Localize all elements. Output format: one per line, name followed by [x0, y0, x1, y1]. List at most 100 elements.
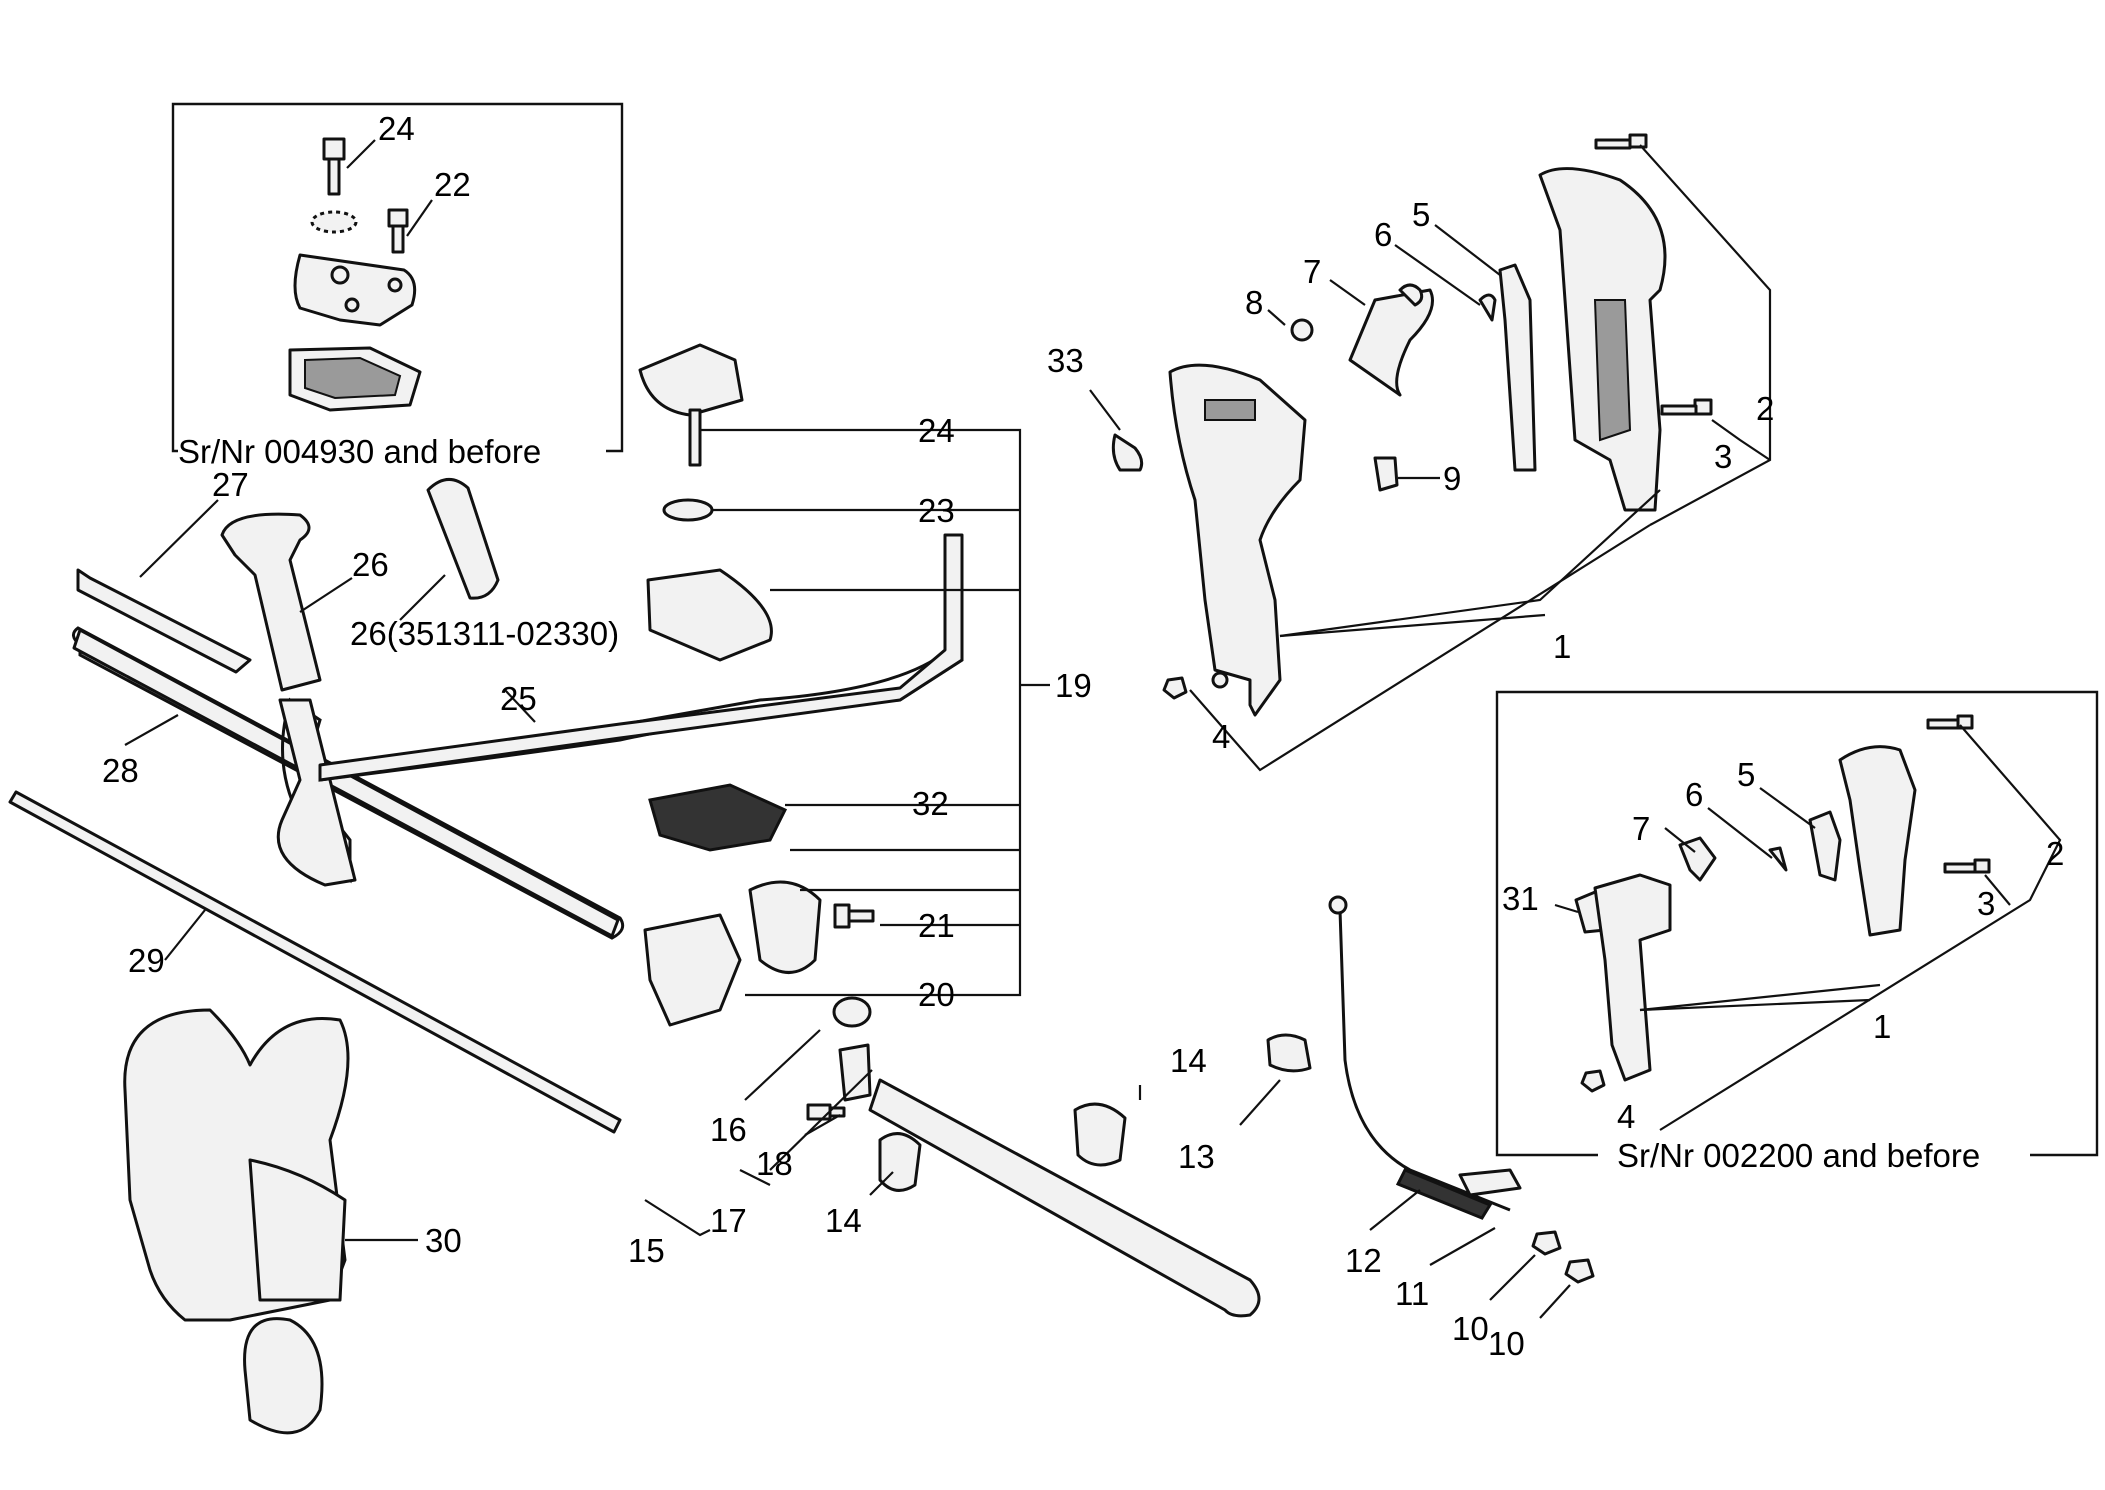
spring-icon — [1395, 1168, 1493, 1220]
inset-nut-4-icon — [1580, 1069, 1606, 1093]
switch-9-icon — [1373, 456, 1399, 492]
grip-icon — [220, 512, 322, 692]
label-r1: 1 — [1873, 1008, 1891, 1045]
label-20: 20 — [918, 976, 955, 1013]
label-24: 24 — [918, 412, 955, 449]
inset-bolt-2-icon — [1926, 714, 1974, 730]
label-10b: 10 — [1488, 1325, 1525, 1362]
washer-23-icon — [662, 498, 714, 522]
spring-8-icon — [1398, 283, 1424, 307]
label-r5: 5 — [1737, 756, 1755, 793]
screw-icon — [387, 208, 409, 254]
label-r3: 3 — [1977, 885, 1995, 922]
label-27: 27 — [212, 466, 249, 503]
clamp-top-icon — [646, 568, 773, 662]
label-inset-22: 22 — [434, 166, 471, 203]
label-26-alt: 26(351311-02330) — [350, 615, 619, 652]
strip-icon — [76, 568, 252, 674]
trigger-7-icon — [1348, 288, 1434, 397]
inset-caption-004930: Sr/Nr 004930 and before — [178, 433, 541, 470]
label-17: 17 — [710, 1202, 747, 1239]
inset-bolt-3-icon — [1943, 858, 1991, 874]
screw-21-icon — [833, 903, 875, 929]
knob-icon — [638, 343, 744, 417]
main-tube-icon — [868, 1078, 1261, 1318]
lever-5-icon — [1498, 263, 1537, 472]
label-3: 3 — [1714, 438, 1732, 475]
label-30: 30 — [425, 1222, 462, 1259]
clamp-32-icon — [648, 783, 788, 852]
inset-trigger-icon — [1678, 836, 1717, 882]
clamp-17-icon — [838, 1043, 872, 1102]
clamp-20-icon — [643, 913, 742, 1027]
label-inset-24: 24 — [378, 110, 415, 147]
label-19: 19 — [1055, 667, 1092, 704]
loop-handle-icon — [276, 698, 357, 887]
label-r2: 2 — [2046, 835, 2064, 872]
label-6: 6 — [1374, 216, 1392, 253]
label-26: 26 — [352, 546, 389, 583]
nut-10a-icon — [1531, 1230, 1562, 1256]
tube-28-icon — [72, 628, 620, 938]
main-tube-assembly: 16 18 17 15 14 14 13 — [628, 996, 1312, 1318]
center-clamp-assembly: 24 23 19 32 21 20 — [638, 343, 1092, 1027]
nut-4-icon — [1162, 676, 1188, 700]
label-7: 7 — [1303, 253, 1321, 290]
drive-shaft-icon — [8, 790, 622, 1134]
clamp-cover-icon — [293, 253, 417, 327]
inset-spring-icon — [1768, 846, 1788, 872]
clip-13-icon — [1266, 1033, 1312, 1073]
inset-handle-left-icon — [1593, 873, 1672, 1082]
alt-grip-icon — [426, 478, 500, 600]
label-32: 32 — [912, 785, 949, 822]
label-1: 1 — [1553, 628, 1571, 665]
washer-icon — [310, 210, 358, 234]
cable-end-icon — [1328, 895, 1348, 915]
label-9: 9 — [1443, 460, 1461, 497]
nut-10b-icon — [1564, 1258, 1595, 1284]
loop-handle-assembly: 27 26 26(351311-02330) 28 25 29 — [8, 466, 964, 1134]
label-r31: 31 — [1502, 880, 1539, 917]
label-r6: 6 — [1685, 776, 1703, 813]
harness-assembly: 30 — [123, 1008, 462, 1435]
pad-icon — [243, 1317, 324, 1435]
label-8: 8 — [1245, 284, 1263, 321]
label-r7: 7 — [1632, 810, 1650, 847]
handle-bar-icon — [318, 533, 964, 782]
spring-6-icon — [1478, 293, 1497, 322]
label-11: 11 — [1395, 1275, 1429, 1312]
clamp-14b-icon — [1073, 1102, 1127, 1167]
label-25: 25 — [500, 680, 537, 717]
inset-handle-right-icon — [1838, 745, 1917, 937]
ring-16-icon — [832, 996, 872, 1028]
label-29: 29 — [128, 942, 165, 979]
bolt-icon — [322, 137, 346, 196]
clamp-14a-icon — [878, 1132, 922, 1192]
bolt-3-icon — [1660, 398, 1713, 416]
inset-serial-004930: Sr/Nr 004930 and before 24 22 — [171, 102, 624, 470]
label-28: 28 — [102, 752, 139, 789]
label-14a: 14 — [825, 1202, 862, 1239]
label-r4: 4 — [1617, 1098, 1635, 1135]
throttle-cable-assembly: 12 11 10 10 — [1328, 895, 1595, 1362]
bolt-2-icon — [1594, 133, 1648, 150]
part-33-icon — [1111, 433, 1144, 472]
label-15: 15 — [628, 1232, 665, 1269]
label-16: 16 — [710, 1111, 747, 1148]
label-12: 12 — [1345, 1242, 1382, 1279]
label-4: 4 — [1212, 718, 1230, 755]
label-23: 23 — [918, 492, 955, 529]
label-13: 13 — [1178, 1138, 1215, 1175]
label-14b: 14 — [1170, 1042, 1207, 1079]
label-10a: 10 — [1452, 1310, 1489, 1347]
clamp-half-icon — [748, 880, 822, 974]
label-18: 18 — [756, 1145, 793, 1182]
inset-serial-002200: Sr/Nr 002200 and before 31 7 6 5 2 3 1 4 — [1495, 690, 2099, 1174]
inset-lever-icon — [1808, 810, 1842, 882]
throttle-handle-assembly: 33 8 7 6 5 9 — [1047, 133, 1774, 772]
label-33: 33 — [1047, 342, 1084, 379]
handle-left-icon — [1168, 363, 1307, 717]
label-21: 21 — [918, 907, 955, 944]
label-2: 2 — [1756, 390, 1774, 427]
